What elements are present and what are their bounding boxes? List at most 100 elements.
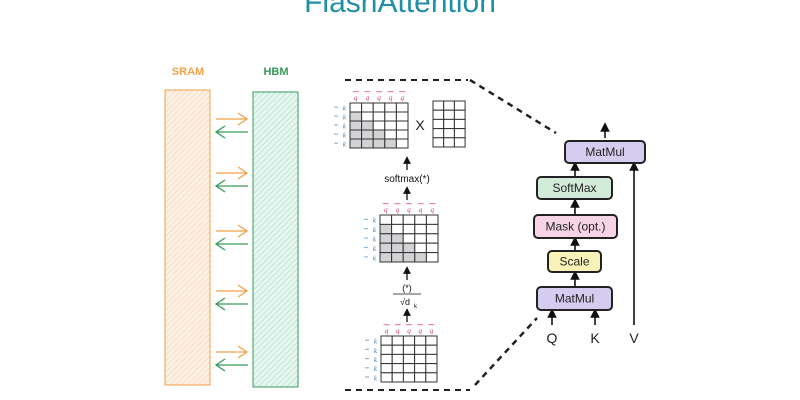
row-key-label: k xyxy=(373,245,377,253)
matrix-cell xyxy=(372,102,386,113)
matrix-cell-masked xyxy=(379,233,393,244)
matrix-cell xyxy=(380,335,393,346)
matrix-cell xyxy=(414,372,427,383)
row-key-label: k xyxy=(343,141,347,149)
arrow-sram-to-hbm xyxy=(216,345,249,359)
matrix-cell xyxy=(402,363,416,374)
matrix-cell-masked xyxy=(379,252,393,263)
multiply-symbol: X xyxy=(415,117,425,133)
matrix-cell xyxy=(395,138,409,149)
row-word-label xyxy=(365,348,369,350)
matrix-cell xyxy=(380,353,393,365)
sram-block xyxy=(164,89,211,386)
column-word-label xyxy=(406,324,412,326)
matrix-cell xyxy=(453,137,466,148)
row-key-label: k xyxy=(373,226,377,234)
matrix-cell xyxy=(380,344,393,355)
column-word-label xyxy=(394,203,401,205)
column-word-label xyxy=(399,91,406,93)
column-query-label: q xyxy=(384,206,388,214)
matrix-values xyxy=(432,100,466,148)
matrix-cell xyxy=(425,233,439,244)
matrix-cell xyxy=(425,344,438,355)
matrix-cell xyxy=(384,129,397,140)
matrix-cell xyxy=(425,363,438,374)
row-key-label: k xyxy=(374,365,378,373)
matrix-cell xyxy=(349,102,363,113)
matrix-cell-masked xyxy=(349,120,363,131)
matrix-cell-masked xyxy=(391,252,404,263)
column-query-label: q xyxy=(407,327,411,335)
matrix-cell xyxy=(425,252,439,263)
matrix-cell xyxy=(453,118,466,130)
arrow-hbm-to-sram xyxy=(214,237,248,251)
row-key-label: k xyxy=(374,356,378,364)
row-key-label: k xyxy=(373,236,377,244)
column-query-label: q xyxy=(354,94,358,102)
matrix-cell xyxy=(380,363,393,374)
column-query-label: q xyxy=(419,206,423,214)
matrix-cell xyxy=(402,233,416,244)
matrix-cell xyxy=(391,214,404,225)
attention-box-label: SoftMax xyxy=(552,181,596,195)
row-word-label xyxy=(365,367,369,369)
matrix-cell xyxy=(384,102,397,113)
matrix-cell xyxy=(384,120,397,131)
row-word-label xyxy=(364,218,368,220)
matrix-cell xyxy=(443,109,455,120)
column-query-label: q xyxy=(389,94,393,102)
matrix-cell xyxy=(432,128,445,139)
attention-box-scale xyxy=(547,250,602,273)
matrix-cell xyxy=(414,214,427,225)
matrix-cell xyxy=(391,363,404,374)
matrix-cell-masked xyxy=(402,242,416,254)
input-label-q: Q xyxy=(547,330,558,346)
row-key-label: k xyxy=(343,132,347,140)
column-query-label: q xyxy=(400,94,404,102)
matrix-cell xyxy=(425,242,439,254)
column-word-label xyxy=(417,324,424,326)
matrix-cell xyxy=(414,344,427,355)
matrix-cell-masked xyxy=(361,138,374,149)
matrix-cell xyxy=(432,118,445,130)
row-word-label xyxy=(334,133,338,135)
matrix-cell-masked xyxy=(372,129,386,140)
matrix-cell xyxy=(425,353,438,365)
arrow-hbm-to-sram xyxy=(214,179,248,193)
row-word-label xyxy=(365,339,369,341)
column-query-label: q xyxy=(377,94,381,102)
matrix-cell-masked xyxy=(414,252,427,263)
row-key-label: k xyxy=(373,254,377,262)
column-word-label xyxy=(429,203,436,205)
column-word-label xyxy=(376,91,382,93)
matrix-cell xyxy=(372,111,386,122)
column-query-label: q xyxy=(396,206,400,214)
column-query-label: q xyxy=(396,327,400,335)
row-word-label xyxy=(365,358,369,360)
matrix-cell xyxy=(414,242,427,254)
column-word-label xyxy=(364,91,371,93)
matrix-cell xyxy=(395,120,409,131)
arrow-sram-to-hbm xyxy=(216,224,249,238)
arrow-hbm-to-sram xyxy=(214,125,248,139)
row-word-label xyxy=(334,124,338,126)
sram-label: SRAM xyxy=(171,66,205,78)
row-key-label: k xyxy=(343,123,347,131)
matrix-cell xyxy=(453,128,466,139)
matrix-cell xyxy=(391,223,404,235)
matrix-cell xyxy=(443,128,455,139)
matrix-cell xyxy=(380,372,393,383)
matrix-cell-masked xyxy=(372,138,386,149)
row-key-label: k xyxy=(343,114,347,122)
matrix-cell xyxy=(402,214,416,225)
matrix-cell-masked xyxy=(349,111,363,122)
column-word-label xyxy=(394,324,401,326)
matrix-cell xyxy=(395,129,409,140)
input-label-v: V xyxy=(629,330,639,346)
matrix-cell xyxy=(432,100,445,111)
matrix-cell xyxy=(402,372,416,383)
column-query-label: q xyxy=(366,94,370,102)
